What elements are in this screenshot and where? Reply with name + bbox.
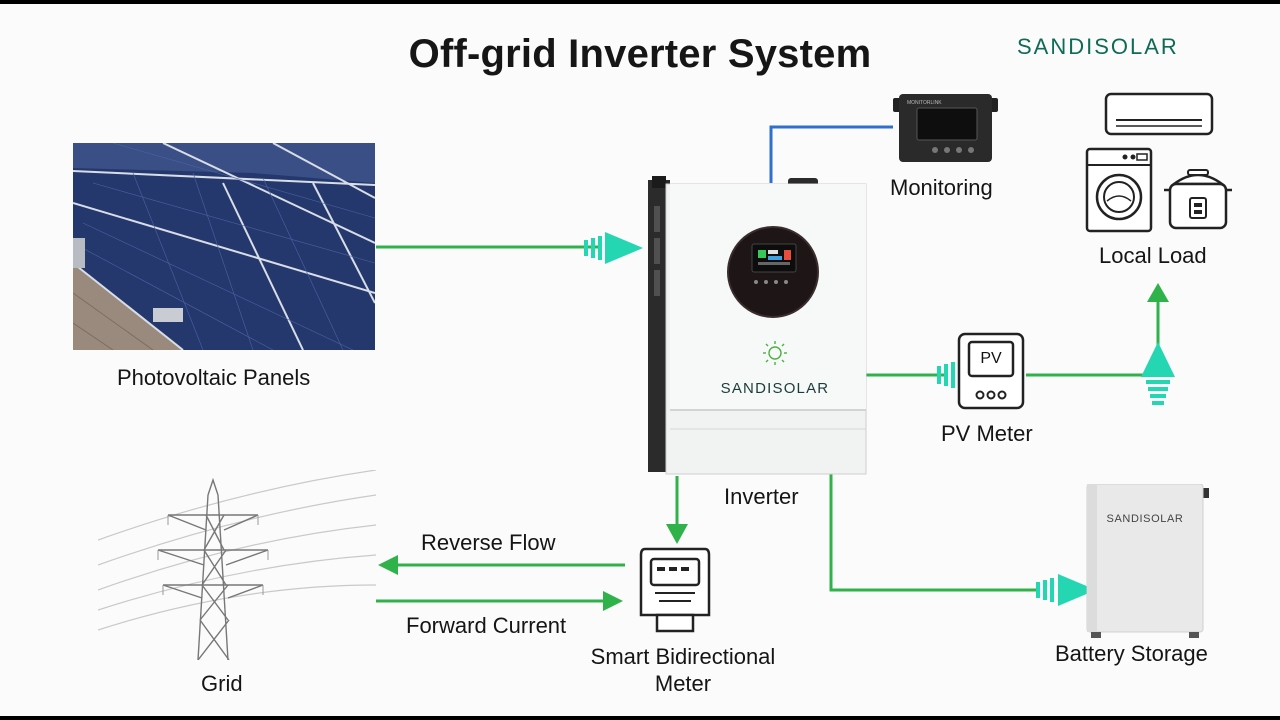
label-inverter: Inverter	[724, 484, 799, 509]
teal-arrow-battery	[1036, 574, 1096, 606]
label-grid: Grid	[201, 671, 243, 696]
label-reverse-flow: Reverse Flow	[421, 530, 556, 555]
wire-inverter-to-monitoring	[769, 125, 893, 183]
reverse-flow-arrowhead	[378, 555, 398, 575]
battery-brand-text: SANDISOLAR	[1107, 513, 1184, 525]
label-smart-meter-line1: Smart Bidirectional	[590, 644, 776, 669]
label-local-load: Local Load	[1099, 243, 1207, 268]
label-smart-meter-line2: Meter	[654, 671, 712, 696]
diagram-title-text: Off-grid Inverter System	[408, 32, 872, 76]
smart-meter-icon	[637, 545, 713, 633]
arrowhead-to-load	[1147, 283, 1169, 302]
label-battery-storage: Battery Storage	[1055, 641, 1208, 666]
bottom-border	[0, 716, 1280, 720]
pv-meter-icon: PV	[956, 332, 1026, 410]
teal-arrow-pv	[584, 232, 643, 264]
washing-machine-icon	[1085, 147, 1153, 233]
teal-arrow-load	[1141, 342, 1175, 405]
inverter-device: SANDISOLAR	[648, 176, 868, 476]
top-border	[0, 0, 1280, 4]
label-forward-current: Forward Current	[406, 613, 567, 638]
label-photovoltaic-panels: Photovoltaic Panels	[117, 365, 311, 390]
air-conditioner-icon	[1104, 92, 1214, 138]
power-tower-image	[97, 469, 377, 661]
inverter-brand-text: SANDISOLAR	[721, 380, 830, 397]
monitor-brand-text: MONITORLINK	[907, 100, 942, 106]
diagram-title: Off-grid Inverter System	[0, 32, 1280, 77]
arrowhead-to-meter	[666, 524, 688, 544]
solar-panels-image	[73, 143, 375, 350]
battery-storage-device: SANDISOLAR	[1083, 483, 1211, 639]
label-monitoring: Monitoring	[890, 175, 993, 200]
label-pv-meter: PV Meter	[941, 421, 1033, 446]
pv-meter-text: PV	[980, 350, 1002, 367]
wire-inverter-to-battery	[829, 463, 1040, 592]
brand-logo: SANDISOLAR	[1017, 34, 1179, 59]
monitoring-device: MONITORLINK	[893, 94, 998, 164]
rice-cooker-icon	[1162, 166, 1234, 232]
forward-current-arrowhead	[603, 591, 623, 611]
